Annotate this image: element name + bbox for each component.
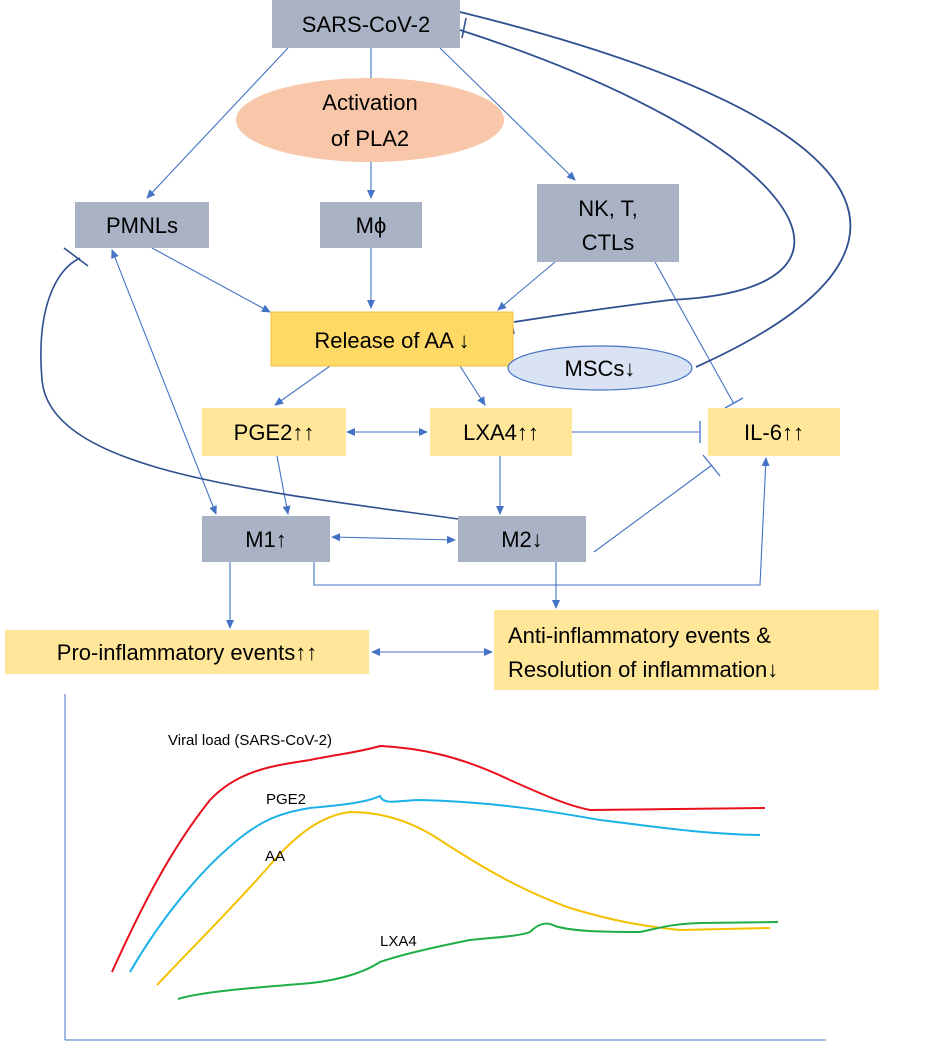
il6-label: IL-6↑↑	[744, 420, 804, 445]
aa-curve-label: AA	[265, 848, 285, 865]
inhibit-sars-aa	[459, 29, 796, 323]
arrow-pmnls-aa	[151, 247, 271, 313]
arrow-m1-il6	[313, 457, 770, 586]
inhibit-nk-il6-bar	[724, 397, 744, 409]
il6-box	[708, 408, 840, 456]
arrow-aa-lxa4	[459, 365, 486, 406]
viral-load-label: Viral load (SARS-CoV-2)	[168, 732, 332, 749]
inhibit-m2-pmnls-bar	[63, 247, 89, 267]
pro-box	[5, 630, 369, 674]
lxa4-curve-label: LXA4	[380, 933, 417, 950]
curve-lxa4	[177, 921, 779, 1000]
sars-box	[272, 0, 460, 48]
nodes: SARS-CoV-2 Activation of PLA2 PMNLs Mϕ N…	[5, 0, 879, 690]
lxa4-box	[430, 408, 572, 456]
aa-box	[270, 311, 514, 367]
curve-aa	[156, 810, 771, 986]
inhibit-m2-pmnls	[40, 257, 459, 520]
pla2-label-line2: of PLA2	[331, 126, 409, 151]
arrow-sars-pmnls	[146, 47, 289, 199]
inhibit-m2-il6	[593, 464, 713, 553]
pge2-label: PGE2↑↑	[234, 420, 315, 445]
pmnls-box	[75, 202, 209, 248]
inhibit-sars-mscs-bar	[461, 17, 467, 39]
mphi-box	[320, 202, 422, 248]
m2-box	[458, 516, 586, 562]
lxa4-label: LXA4↑↑	[463, 420, 539, 445]
arrow-aa-pge2	[274, 365, 331, 406]
nk-label-line2: CTLs	[582, 230, 635, 255]
curve-viral-load	[111, 744, 766, 973]
inhibit-nk-il6	[654, 261, 735, 405]
curve-panel: Viral load (SARS-CoV-2) PGE2 AA LXA4	[64, 694, 826, 1041]
curve-pge2	[129, 794, 761, 973]
arrow-pge2-m1	[276, 455, 291, 515]
sars-label: SARS-CoV-2	[302, 12, 430, 37]
aa-label: Release of AA ↓	[314, 328, 469, 353]
arrows	[111, 47, 770, 656]
pla2-label-line1: Activation	[322, 90, 417, 115]
m1-box	[202, 516, 330, 562]
pro-label: Pro-inflammatory events↑↑	[57, 640, 317, 665]
m1-label: M1↑	[245, 527, 287, 552]
m2-label: M2↓	[501, 527, 543, 552]
mphi-label: Mϕ	[356, 213, 387, 238]
inhibit-m2-il6-bar	[702, 454, 721, 477]
arrow-m1-pmnls	[111, 249, 217, 515]
inhibit-sars-mscs	[459, 11, 852, 368]
nk-box	[537, 184, 679, 262]
anti-box	[494, 610, 879, 690]
nk-label-line1: NK, T,	[578, 196, 638, 221]
anti-label-line2: Resolution of inflammation↓	[508, 657, 778, 682]
anti-label-line1: Anti-inflammatory events &	[508, 623, 771, 648]
arrow-nk-aa	[497, 261, 556, 311]
mscs-ellipse	[507, 345, 693, 391]
mscs-label: MSCs↓	[565, 356, 636, 381]
pge2-curve-label: PGE2	[266, 791, 306, 808]
pla2-ellipse	[236, 78, 504, 162]
pmnls-label: PMNLs	[106, 213, 178, 238]
pge2-box	[202, 408, 346, 456]
inhibition-lines	[40, 11, 852, 553]
arrow-sars-nk	[439, 47, 576, 181]
arrow-m1-m2	[331, 533, 456, 544]
